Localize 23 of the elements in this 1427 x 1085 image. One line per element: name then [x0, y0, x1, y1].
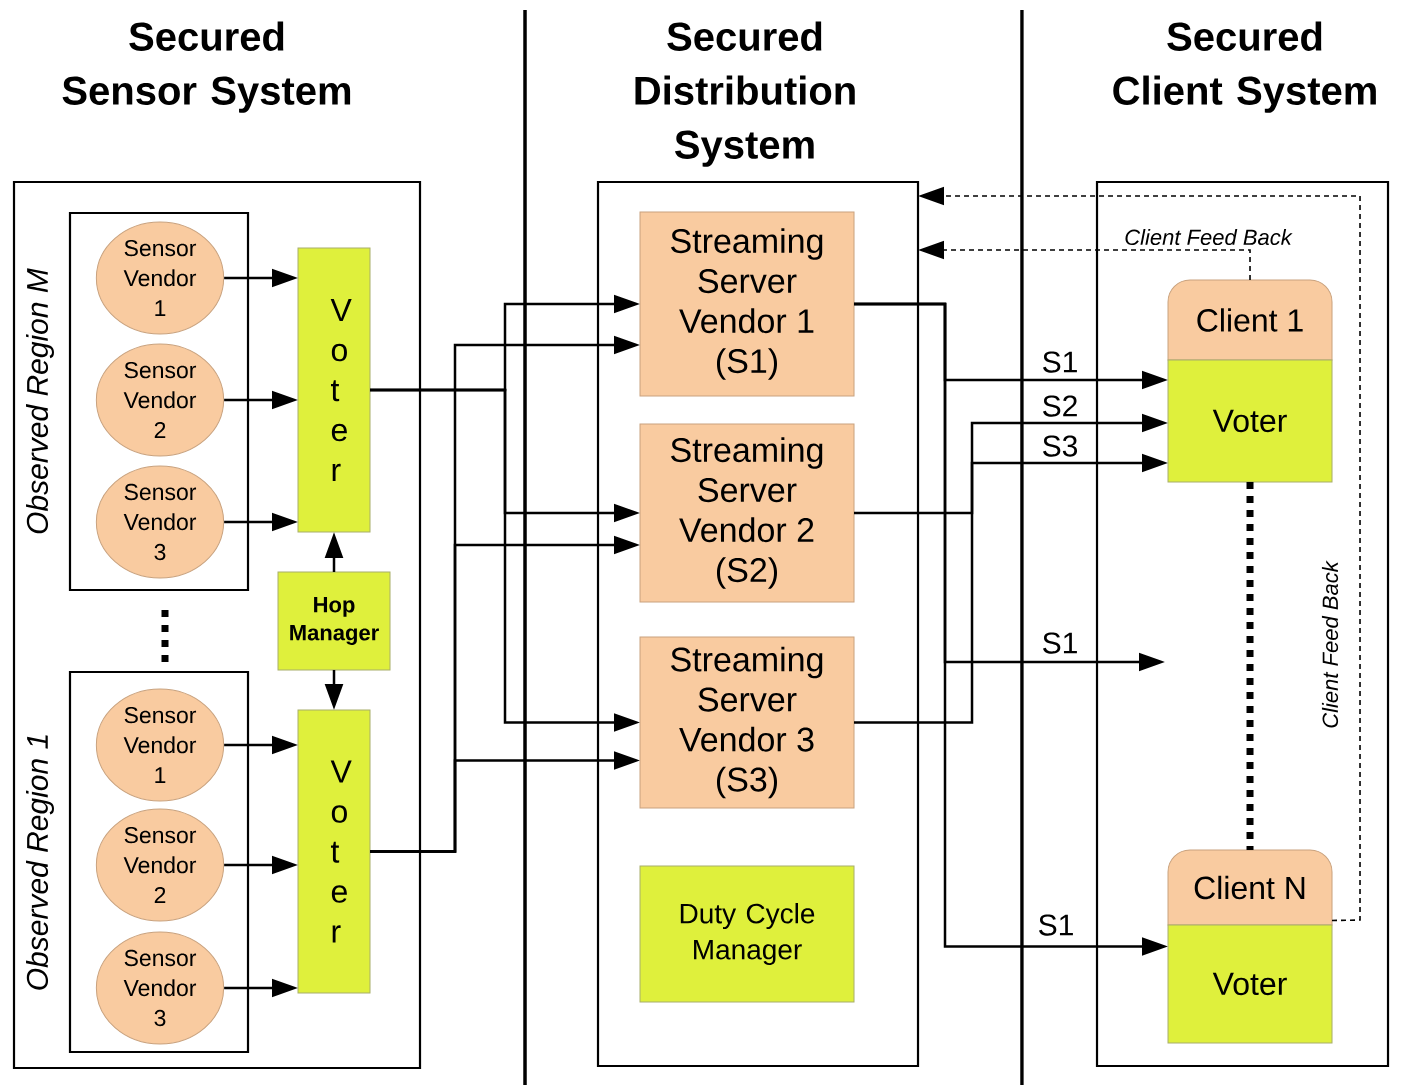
server-box: Streaming Server Vendor 2 (S2): [639, 423, 855, 603]
edge-label: S1: [1040, 350, 1080, 374]
node-label: Client N: [1194, 875, 1305, 900]
edge-label: S1: [1040, 631, 1080, 655]
column-heading: Secured Distribution System: [635, 21, 855, 167]
voter-box: Voter: [297, 247, 371, 533]
edge-label: S3: [1040, 434, 1080, 458]
client-box: Client N Voter: [1167, 849, 1333, 1044]
edge-label: S1: [1036, 913, 1076, 937]
edge-label: Client Feed Back: [1320, 560, 1340, 730]
node-label: Client 1: [1197, 308, 1303, 332]
server-box: Streaming Server Vendor 1 (S1): [639, 211, 855, 397]
column-heading: Secured Client System: [1113, 21, 1376, 113]
voter-box: Voter: [297, 709, 371, 994]
edge-label: S2: [1040, 394, 1080, 418]
region-label: Observed Region 1: [26, 735, 54, 990]
manager-box: Duty Cycle Manager: [639, 865, 855, 1003]
hop-manager-box: Hop Manager: [277, 571, 391, 671]
client-box: Client 1 Voter: [1167, 279, 1333, 483]
edge-label: Client Feed Back: [1123, 227, 1293, 247]
server-box: Streaming Server Vendor 3 (S3): [639, 636, 855, 809]
column-heading: Secured Sensor System: [62, 21, 351, 113]
region-label: Observed Region M: [26, 268, 54, 534]
